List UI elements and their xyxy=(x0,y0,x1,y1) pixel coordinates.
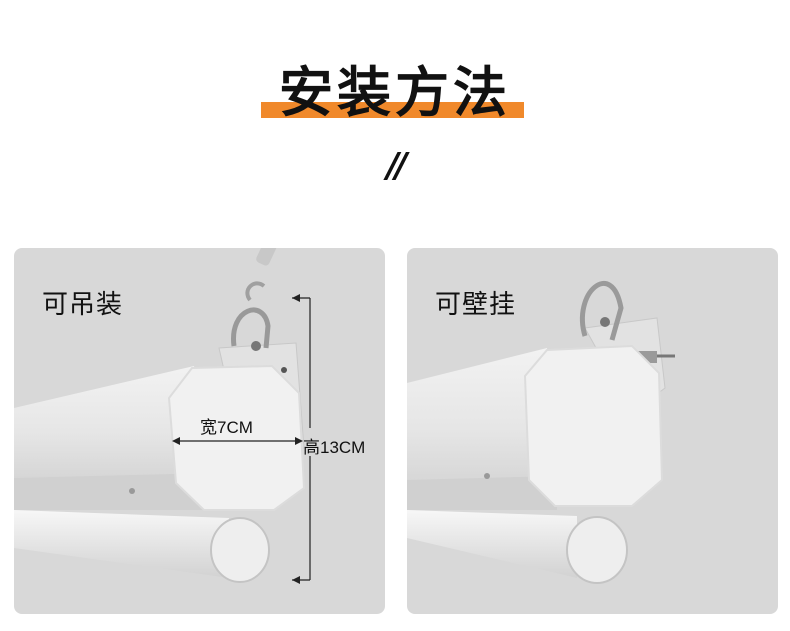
pull-rod xyxy=(407,510,577,578)
end-cap xyxy=(523,344,664,507)
bracket-loop xyxy=(579,281,624,341)
case-bottom xyxy=(14,473,214,510)
bracket-hole xyxy=(251,341,261,351)
height-label: 高13CM xyxy=(303,438,366,457)
case-body xyxy=(407,348,557,508)
panel-label-ceiling: 可吊装 xyxy=(42,290,124,320)
title-underline-bar xyxy=(261,102,524,118)
screw-dot xyxy=(484,473,490,479)
pull-rod xyxy=(14,510,229,578)
panel-label-wall: 可壁挂 xyxy=(435,290,517,320)
rod-end-cap xyxy=(566,516,628,584)
case-body xyxy=(14,366,214,498)
height-arrow-bottom xyxy=(292,576,300,584)
rod-end-cap xyxy=(210,517,270,583)
hook-loop xyxy=(231,307,271,349)
panel-wall-mount: 可壁挂 xyxy=(407,248,778,614)
ceiling-mount-illustration xyxy=(14,248,311,584)
panel-ceiling-mount: 可吊装 宽7CM 高13CM xyxy=(14,248,385,614)
width-arrow-left xyxy=(172,437,180,445)
wall-mount-illustration xyxy=(407,281,675,584)
width-label: 宽7CM xyxy=(200,418,253,437)
screw-dot xyxy=(129,488,135,494)
height-arrow-top xyxy=(292,294,300,302)
bracket-hole xyxy=(600,317,610,327)
bracket-screw xyxy=(281,367,287,373)
width-arrow-right xyxy=(295,437,303,445)
page-title: 安装方法 xyxy=(279,61,511,124)
title-divider: // xyxy=(386,146,408,186)
ceiling-hook xyxy=(245,281,266,302)
end-cap xyxy=(167,364,306,511)
case-bottom xyxy=(407,476,557,510)
ceiling-anchor xyxy=(256,248,286,266)
title-section: 安装方法 xyxy=(0,58,790,128)
